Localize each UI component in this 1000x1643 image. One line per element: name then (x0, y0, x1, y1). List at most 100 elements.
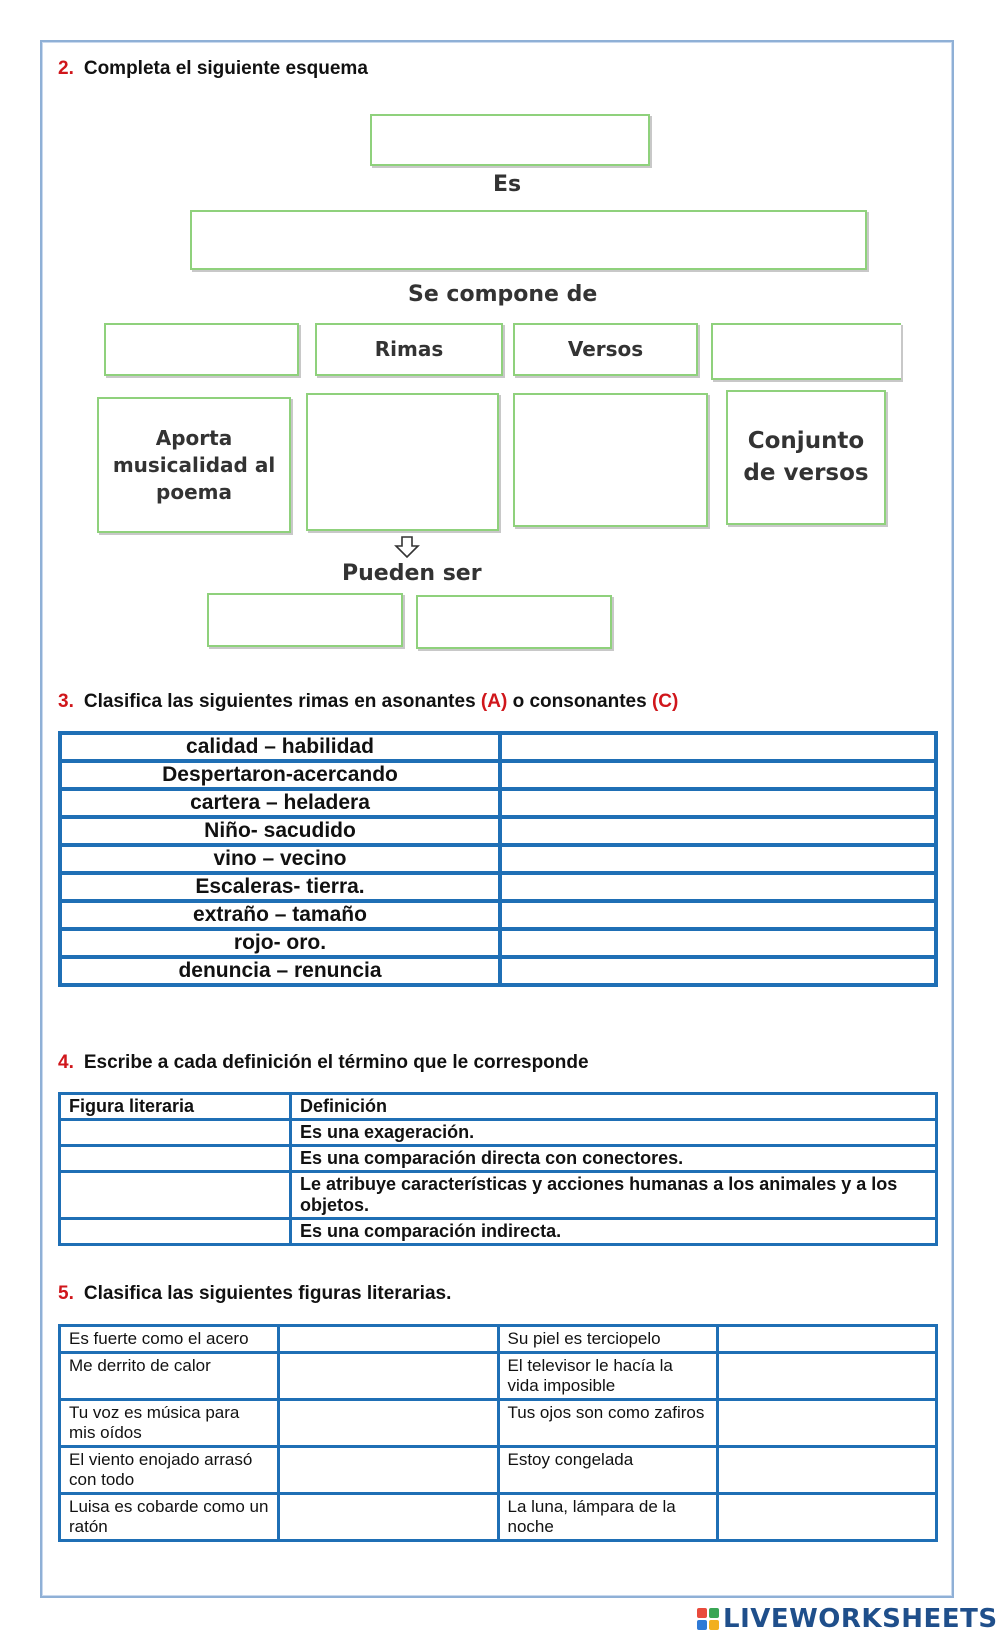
definition-text: Es una comparación directa con conectore… (289, 1144, 938, 1173)
figure-text: Es fuerte como el acero (57, 1324, 281, 1354)
answer-cell[interactable] (498, 815, 938, 847)
liveworksheets-logo[interactable]: LIVEWORKSHEETS (697, 1604, 998, 1634)
question-text: Clasifica las siguientes figuras literar… (83, 1283, 452, 1304)
answer-cell[interactable] (277, 1445, 500, 1495)
table-row: Le atribuye características y acciones h… (58, 1170, 938, 1220)
answer-cell[interactable] (715, 1492, 939, 1542)
rhyme-pair: Niño- sacudido (58, 815, 502, 847)
question-text-2: o consonantes (507, 691, 652, 712)
rhyme-pair: Escaleras- tierra. (58, 871, 502, 903)
answer-box-definition[interactable] (190, 210, 867, 270)
logo-icon (697, 1608, 719, 1630)
box-rimas: Rimas (315, 323, 503, 376)
table-row: cartera – heladera (58, 787, 938, 819)
answer-box-rimas-desc[interactable] (306, 393, 499, 531)
box-conjunto-versos: Conjunto de versos (726, 390, 886, 525)
answer-cell[interactable] (498, 871, 938, 903)
box-versos: Versos (513, 323, 698, 376)
answer-cell[interactable] (498, 759, 938, 791)
question-number: 2. (58, 58, 74, 79)
answer-cell[interactable] (498, 787, 938, 819)
answer-cell[interactable] (58, 1217, 292, 1246)
question-4-title: 4. Escribe a cada definición el término q… (58, 1052, 589, 1074)
consonante-code: (C) (651, 691, 679, 712)
label-pueden-ser: Pueden ser (342, 561, 482, 586)
header-figura: Figura literaria (58, 1092, 292, 1121)
question-3-title: 3. Clasifica las siguientes rimas en ason… (58, 691, 678, 713)
figure-text: Me derrito de calor (57, 1351, 281, 1401)
rhyme-pair: extraño – tamaño (58, 899, 502, 931)
label-es: Es (493, 172, 522, 197)
question-text: Clasifica las siguientes rimas en asonan… (83, 691, 481, 712)
answer-cell[interactable] (277, 1351, 500, 1401)
answer-box-versos-desc[interactable] (513, 393, 708, 527)
rhyme-pair: Despertaron-acercando (58, 759, 502, 791)
rhymes-table: calidad – habilidad Despertaron-acercand… (58, 731, 938, 987)
down-arrow-icon (394, 536, 420, 558)
question-number: 3. (58, 691, 74, 712)
figure-text: Tu voz es música para mis oídos (57, 1398, 281, 1448)
answer-cell[interactable] (715, 1351, 939, 1401)
table-row: rojo- oro. (58, 927, 938, 959)
answer-cell[interactable] (498, 899, 938, 931)
box-aporta-musicalidad: Aporta musicalidad al poema (97, 397, 291, 533)
answer-cell[interactable] (498, 843, 938, 875)
rhyme-pair: denuncia – renuncia (58, 955, 502, 987)
table-row: denuncia – renuncia (58, 955, 938, 987)
answer-cell[interactable] (277, 1492, 500, 1542)
table-row: calidad – habilidad (58, 731, 938, 763)
answer-cell[interactable] (715, 1445, 939, 1495)
answer-cell[interactable] (715, 1324, 939, 1354)
table-row: Me derrito de calor El televisor le hacía… (57, 1351, 939, 1401)
rhyme-pair: calidad – habilidad (58, 731, 502, 763)
table-row: Niño- sacudido (58, 815, 938, 847)
answer-box-type-2[interactable] (416, 595, 612, 649)
table-row: Es fuerte como el acero Su piel es tercio… (57, 1324, 939, 1354)
answer-cell[interactable] (498, 955, 938, 987)
answer-cell[interactable] (277, 1398, 500, 1448)
table-row: extraño – tamaño (58, 899, 938, 931)
answer-box-component-4[interactable] (711, 323, 901, 380)
answer-cell[interactable] (277, 1324, 500, 1354)
figure-text: El televisor le hacía la vida imposible (496, 1351, 719, 1401)
asonante-code: (A) (480, 691, 508, 712)
table-row: Despertaron-acercando (58, 759, 938, 791)
figure-text: Su piel es terciopelo (496, 1324, 719, 1354)
question-text: Escribe a cada definición el término que… (83, 1052, 589, 1073)
figure-text: Tus ojos son como zafiros (496, 1398, 719, 1448)
question-number: 5. (58, 1283, 74, 1304)
answer-box-type-1[interactable] (207, 593, 403, 647)
question-number: 4. (58, 1052, 74, 1073)
question-2-title: 2.Completa el siguiente esquema (58, 58, 368, 80)
answer-cell[interactable] (498, 731, 938, 763)
table-row: Es una comparación indirecta. (58, 1217, 938, 1246)
worksheet-frame (40, 40, 954, 1598)
answer-box-component-1[interactable] (104, 323, 299, 376)
answer-cell[interactable] (58, 1144, 292, 1173)
table-row: El viento enojado arrasó con todo Estoy c… (57, 1445, 939, 1495)
figures-table: Es fuerte como el acero Su piel es tercio… (57, 1324, 939, 1542)
definition-text: Es una exageración. (289, 1118, 938, 1147)
answer-cell[interactable] (58, 1170, 292, 1220)
answer-cell[interactable] (58, 1118, 292, 1147)
question-5-title: 5. Clasifica las siguientes figuras liter… (58, 1283, 451, 1305)
table-row: Es una exageración. (58, 1118, 938, 1147)
answer-cell[interactable] (715, 1398, 939, 1448)
table-row: Tu voz es música para mis oídos Tus ojos … (57, 1398, 939, 1448)
figure-text: La luna, lámpara de la noche (496, 1492, 719, 1542)
rhyme-pair: cartera – heladera (58, 787, 502, 819)
table-row: Escaleras- tierra. (58, 871, 938, 903)
table-row: vino – vecino (58, 843, 938, 875)
label-se-compone: Se compone de (408, 282, 598, 307)
header-definicion: Definición (289, 1092, 938, 1121)
brand-name: LIVEWORKSHEETS (723, 1604, 998, 1634)
definition-text: Le atribuye características y acciones h… (289, 1170, 938, 1220)
answer-box-concept[interactable] (370, 114, 650, 166)
definition-text: Es una comparación indirecta. (289, 1217, 938, 1246)
answer-cell[interactable] (498, 927, 938, 959)
figure-text: Estoy congelada (496, 1445, 719, 1495)
figure-text: El viento enojado arrasó con todo (57, 1445, 281, 1495)
rhyme-pair: vino – vecino (58, 843, 502, 875)
